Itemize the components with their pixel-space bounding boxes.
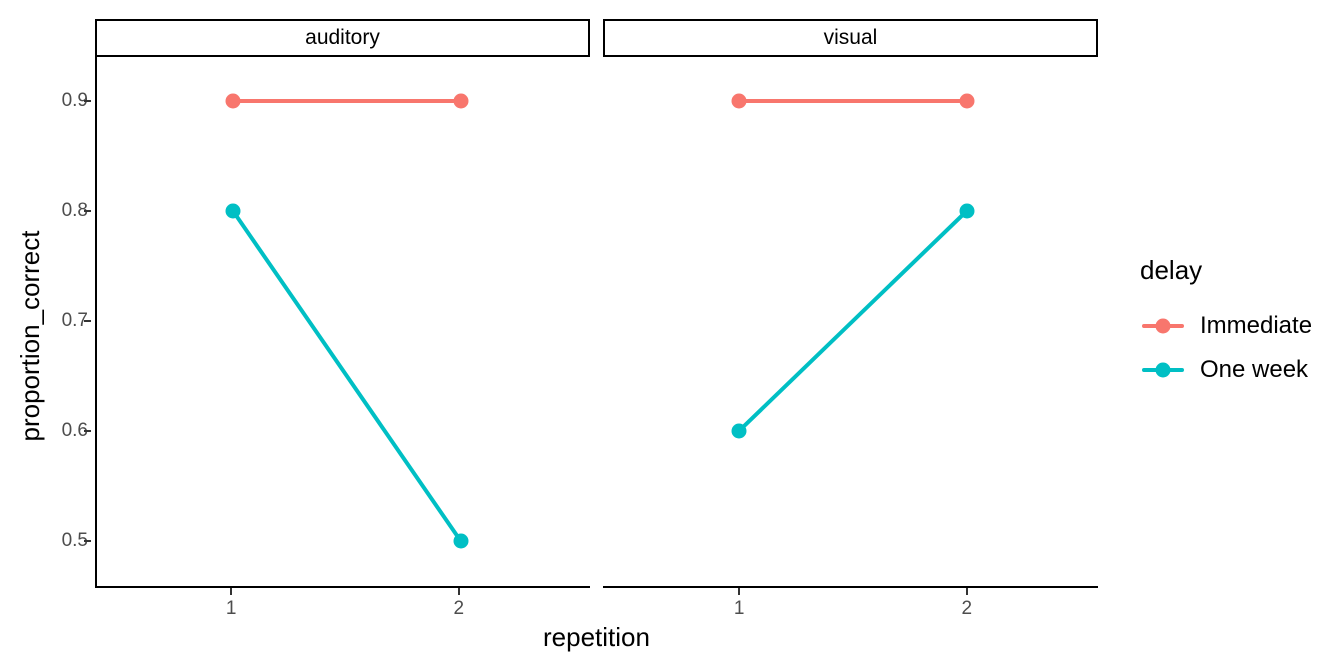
plot-panel <box>603 57 1098 588</box>
data-point <box>453 533 469 549</box>
legend-key-dot <box>1155 318 1171 334</box>
x-tick-label: 1 <box>733 598 745 619</box>
legend-title: delay <box>1140 255 1203 285</box>
panel-plot-area <box>603 57 1098 586</box>
y-tick-mark <box>84 320 91 322</box>
plot-panel <box>95 57 590 588</box>
data-point <box>225 93 241 109</box>
y-tick-mark <box>84 100 91 102</box>
legend-key-swatch <box>1140 348 1186 392</box>
series-line-immediate <box>739 99 967 103</box>
x-tick-label: 2 <box>961 598 973 619</box>
legend-key-swatch <box>1140 304 1186 348</box>
x-tick-mark <box>457 587 460 595</box>
y-tick-label: 0.7 <box>61 310 88 331</box>
facet-strip-label: auditory <box>95 19 590 57</box>
data-point <box>731 93 747 109</box>
legend-item-immediate[interactable]: Immediate <box>1140 304 1340 348</box>
y-tick-label: 0.9 <box>61 90 88 111</box>
panel-plot-area <box>97 57 590 586</box>
y-tick-mark <box>84 430 91 432</box>
legend-label: One week <box>1200 356 1309 383</box>
x-tick-mark <box>965 587 968 595</box>
data-point <box>959 203 975 219</box>
data-point <box>959 93 975 109</box>
legend-label: Immediate <box>1200 312 1313 339</box>
y-tick-mark <box>84 210 91 212</box>
data-point <box>453 93 469 109</box>
data-point <box>225 203 241 219</box>
series-line-immediate <box>233 99 461 103</box>
x-tick-mark <box>738 587 741 595</box>
y-tick-label: 0.5 <box>61 530 88 551</box>
y-tick-label: 0.6 <box>61 420 88 441</box>
legend-item-one-week[interactable]: One week <box>1140 348 1340 392</box>
x-tick-label: 1 <box>225 598 237 619</box>
y-tick-mark <box>84 540 91 542</box>
x-axis-title: repetition <box>543 622 650 652</box>
series-line-one-week <box>737 209 969 433</box>
legend-key-dot <box>1155 362 1171 378</box>
y-axis-ticks: 0.5 0.6 0.7 0.8 0.9 <box>28 0 91 672</box>
series-line-one-week <box>231 209 463 543</box>
x-tick-mark <box>230 587 233 595</box>
y-tick-label: 0.8 <box>61 200 88 221</box>
data-point <box>731 423 747 439</box>
x-tick-label: 2 <box>453 598 465 619</box>
facet-strip-label: visual <box>603 19 1098 57</box>
